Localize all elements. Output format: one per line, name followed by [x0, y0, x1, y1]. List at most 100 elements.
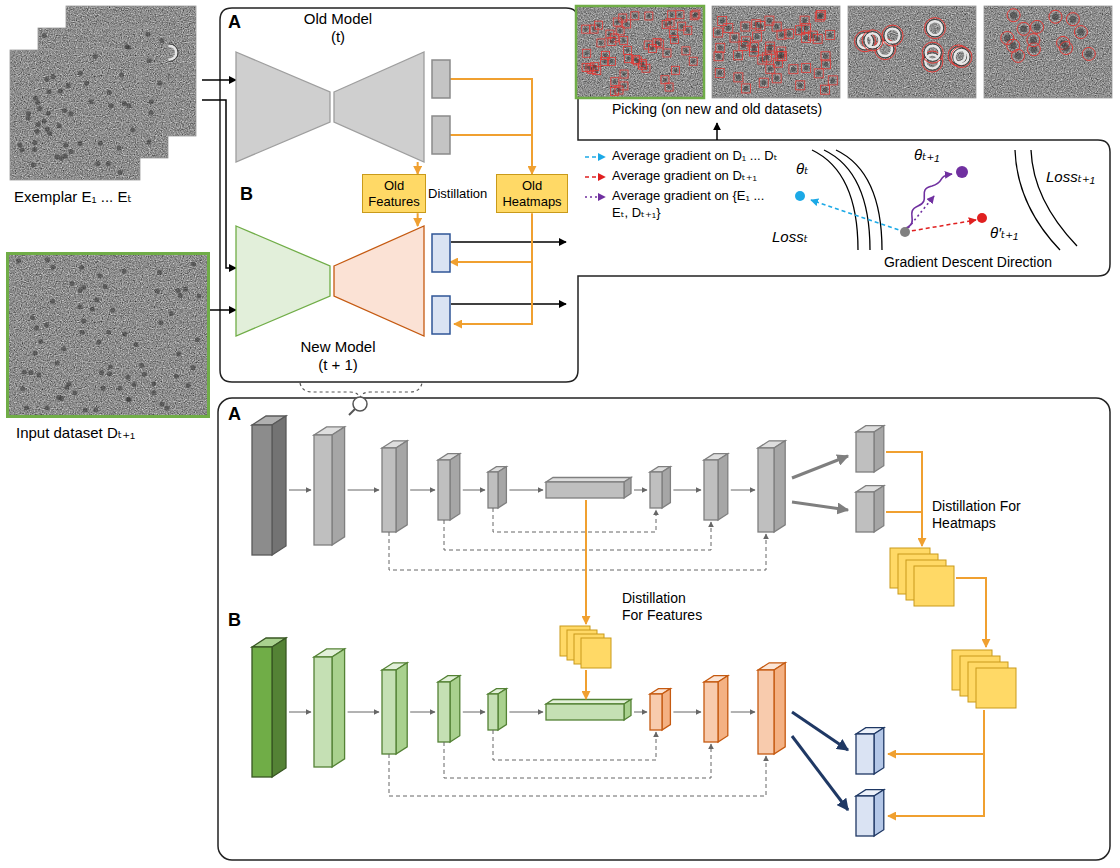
particle [89, 99, 94, 104]
flow-arrow [673, 490, 701, 491]
particle [718, 45, 723, 50]
particle [1015, 52, 1022, 59]
particle [588, 66, 592, 70]
output-arrow [451, 303, 566, 305]
pick-marker [611, 78, 619, 86]
particle [603, 53, 607, 57]
particle [132, 382, 137, 387]
particle [33, 351, 38, 356]
head-arrow [792, 712, 848, 750]
pick-marker [1027, 34, 1040, 47]
particle [622, 72, 626, 76]
pick-marker [616, 27, 624, 35]
particle [752, 45, 757, 50]
loss-label: Lossₜ₊₁ [1046, 168, 1095, 186]
particle [81, 318, 86, 323]
particle [764, 55, 769, 60]
particle [694, 12, 698, 16]
encoder-shape [236, 226, 330, 336]
particle [54, 155, 59, 160]
particle [159, 38, 164, 43]
particle [830, 78, 835, 83]
pick-marker [1017, 22, 1030, 35]
particle [122, 331, 127, 336]
particle [190, 365, 195, 370]
loss-contour [1031, 150, 1077, 246]
pick-marker [826, 30, 835, 39]
particle [626, 57, 630, 61]
layer-block [396, 441, 407, 532]
layer-block [856, 432, 874, 472]
layer-block [758, 670, 774, 754]
pick-marker [631, 12, 639, 20]
connector [450, 79, 532, 174]
particle [79, 265, 84, 270]
particle [57, 123, 62, 128]
particle [626, 48, 630, 52]
pick-marker [733, 51, 742, 60]
particle [149, 99, 154, 104]
pick-marker [620, 36, 628, 44]
pick-marker [663, 49, 671, 57]
legend: Average gradient on D₁ ... DₜAverage gra… [584, 148, 784, 225]
particle [159, 402, 164, 407]
particle [720, 18, 725, 23]
particle [147, 58, 152, 63]
particle [655, 41, 659, 45]
particle [787, 31, 792, 36]
particle [157, 81, 162, 86]
image-border [984, 6, 1112, 98]
pick-marker [796, 81, 805, 90]
output-head [432, 116, 450, 154]
particle [96, 340, 101, 345]
pick-marker [666, 19, 674, 27]
particle [670, 13, 674, 17]
pick-marker [668, 11, 676, 19]
particle-ring [864, 32, 882, 50]
particle [37, 372, 42, 377]
connector [417, 213, 419, 226]
particle [1085, 50, 1092, 57]
distillation-line [450, 134, 532, 136]
pick-marker [795, 26, 804, 35]
particle [78, 304, 83, 309]
layer-block [314, 657, 332, 767]
pick-marker [645, 12, 653, 20]
pick-marker [775, 52, 784, 61]
image-border [10, 50, 140, 180]
gradient-arrow [905, 220, 976, 232]
particle [716, 54, 721, 59]
particle [754, 34, 759, 39]
particle [41, 118, 46, 123]
particle [636, 59, 640, 63]
head-arrow [792, 456, 848, 478]
legend-sample [584, 170, 608, 184]
particle [684, 49, 688, 53]
layer-block [650, 694, 662, 730]
parameter-label: θ′ₜ₊₁ [990, 224, 1018, 242]
particle [744, 86, 749, 91]
legend-item: Average gradient on {E₁ ... Eₜ, Dₜ₊₁} [584, 188, 784, 222]
node-label: Exemplar E₁ ... Eₜ [14, 188, 200, 206]
layer-block [856, 796, 874, 836]
particle [103, 284, 108, 289]
particle [50, 299, 55, 304]
pick-marker [715, 68, 724, 77]
layer-block [498, 467, 506, 508]
parameter-point [956, 166, 968, 178]
pick-marker [1074, 26, 1087, 39]
pick-marker [739, 42, 748, 51]
particle [98, 141, 103, 146]
particle [16, 258, 21, 263]
pick-marker [750, 43, 759, 52]
parameter-point [977, 213, 987, 223]
particle [20, 386, 25, 391]
pick-marker [689, 57, 697, 65]
particle [618, 29, 622, 33]
particle [716, 30, 721, 35]
particle [736, 75, 741, 80]
particle [717, 70, 722, 75]
flow-arrow [410, 712, 435, 713]
particle [32, 140, 37, 145]
particle [155, 289, 160, 294]
